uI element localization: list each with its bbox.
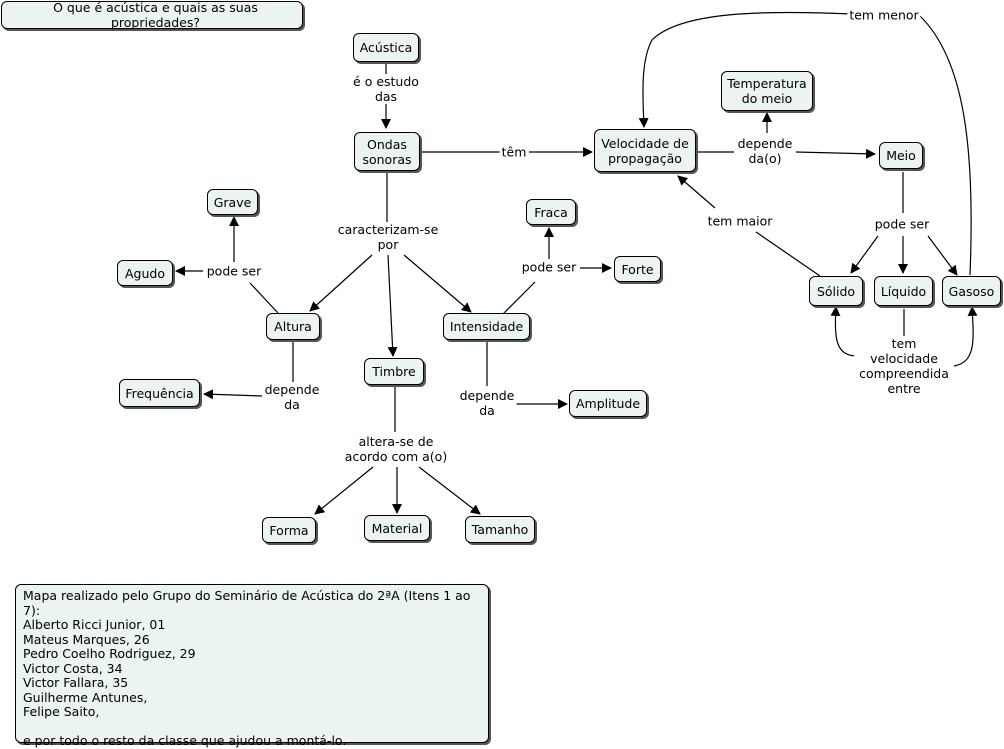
node-fraca[interactable]: Fraca [526,199,576,225]
edge-altura-podeser [249,282,279,314]
link-altera-se-de-acordo: altera-se de acordo com a(o) [342,434,450,464]
link-pode-ser-altura: pode ser [204,263,264,279]
edge-caracterizam-intensidade [403,254,472,313]
node-material[interactable]: Material [364,515,430,541]
node-ondas-sonoras[interactable]: Ondas sonoras [354,132,420,171]
node-amplitude[interactable]: Amplitude [569,390,647,417]
node-frequencia[interactable]: Frequência [119,379,200,407]
link-e-o-estudo-das: é o estudo das [351,74,421,104]
node-gasoso[interactable]: Gasoso [942,276,1001,306]
node-liquido[interactable]: Líquido [874,276,933,306]
node-tamanho[interactable]: Tamanho [465,516,535,543]
edge-temmaior-velocidade [677,175,716,209]
link-tem-maior: tem maior [705,213,775,229]
node-altura[interactable]: Altura [266,313,320,340]
node-velocidade-de-propagacao[interactable]: Velocidade de propagação [594,129,696,172]
node-agudo[interactable]: Agudo [117,260,173,286]
node-forma[interactable]: Forma [262,517,316,543]
node-grave[interactable]: Grave [207,189,258,215]
node-intensidade[interactable]: Intensidade [443,313,530,340]
link-depende-velocidade: depende da(o) [735,136,795,166]
credits-box: Mapa realizado pelo Grupo do Seminário d… [15,584,489,748]
edge-caracterizam-timbre [387,254,398,357]
link-tem: têm [499,144,529,160]
link-tem-menor: tem menor [847,7,921,23]
edge-altera-tamanho [418,466,481,515]
node-forte[interactable]: Forte [614,256,661,282]
edge-temvel-solido [830,306,859,357]
link-tem-velocidade-compreendida: tem velocidade compreendida entre [854,336,954,396]
link-pode-ser-meio: pode ser [872,216,932,232]
node-temperatura-do-meio[interactable]: Temperatura do meio [721,71,813,111]
edge-solido-temmaior [755,231,821,277]
edge-temvel-gasoso [953,306,978,367]
link-pode-ser-intensidade: pode ser [519,259,579,275]
node-meio[interactable]: Meio [879,142,923,169]
link-caracterizam-se-por: caracterizam-se por [335,222,441,252]
edge-temmenor-velocidade [638,11,853,128]
edge-depende-frequencia [203,389,263,400]
edge-podeser-gasoso [927,235,958,276]
edge-altera-forma [314,466,374,515]
edge-intensidade-podeser [502,281,536,315]
map-title: O que é acústica e quais as suas proprie… [1,0,303,30]
link-depende-intensidade: depende da [457,388,517,418]
node-timbre[interactable]: Timbre [364,358,424,385]
edge-depende-meio [795,148,876,159]
node-solido[interactable]: Sólido [809,276,863,306]
link-depende-altura: depende da [262,382,322,412]
edge-gasoso-temmenor [919,15,972,276]
node-acustica[interactable]: Acústica [353,33,419,62]
edge-podeser-solido [850,235,879,274]
edge-caracterizam-altura [309,254,373,312]
